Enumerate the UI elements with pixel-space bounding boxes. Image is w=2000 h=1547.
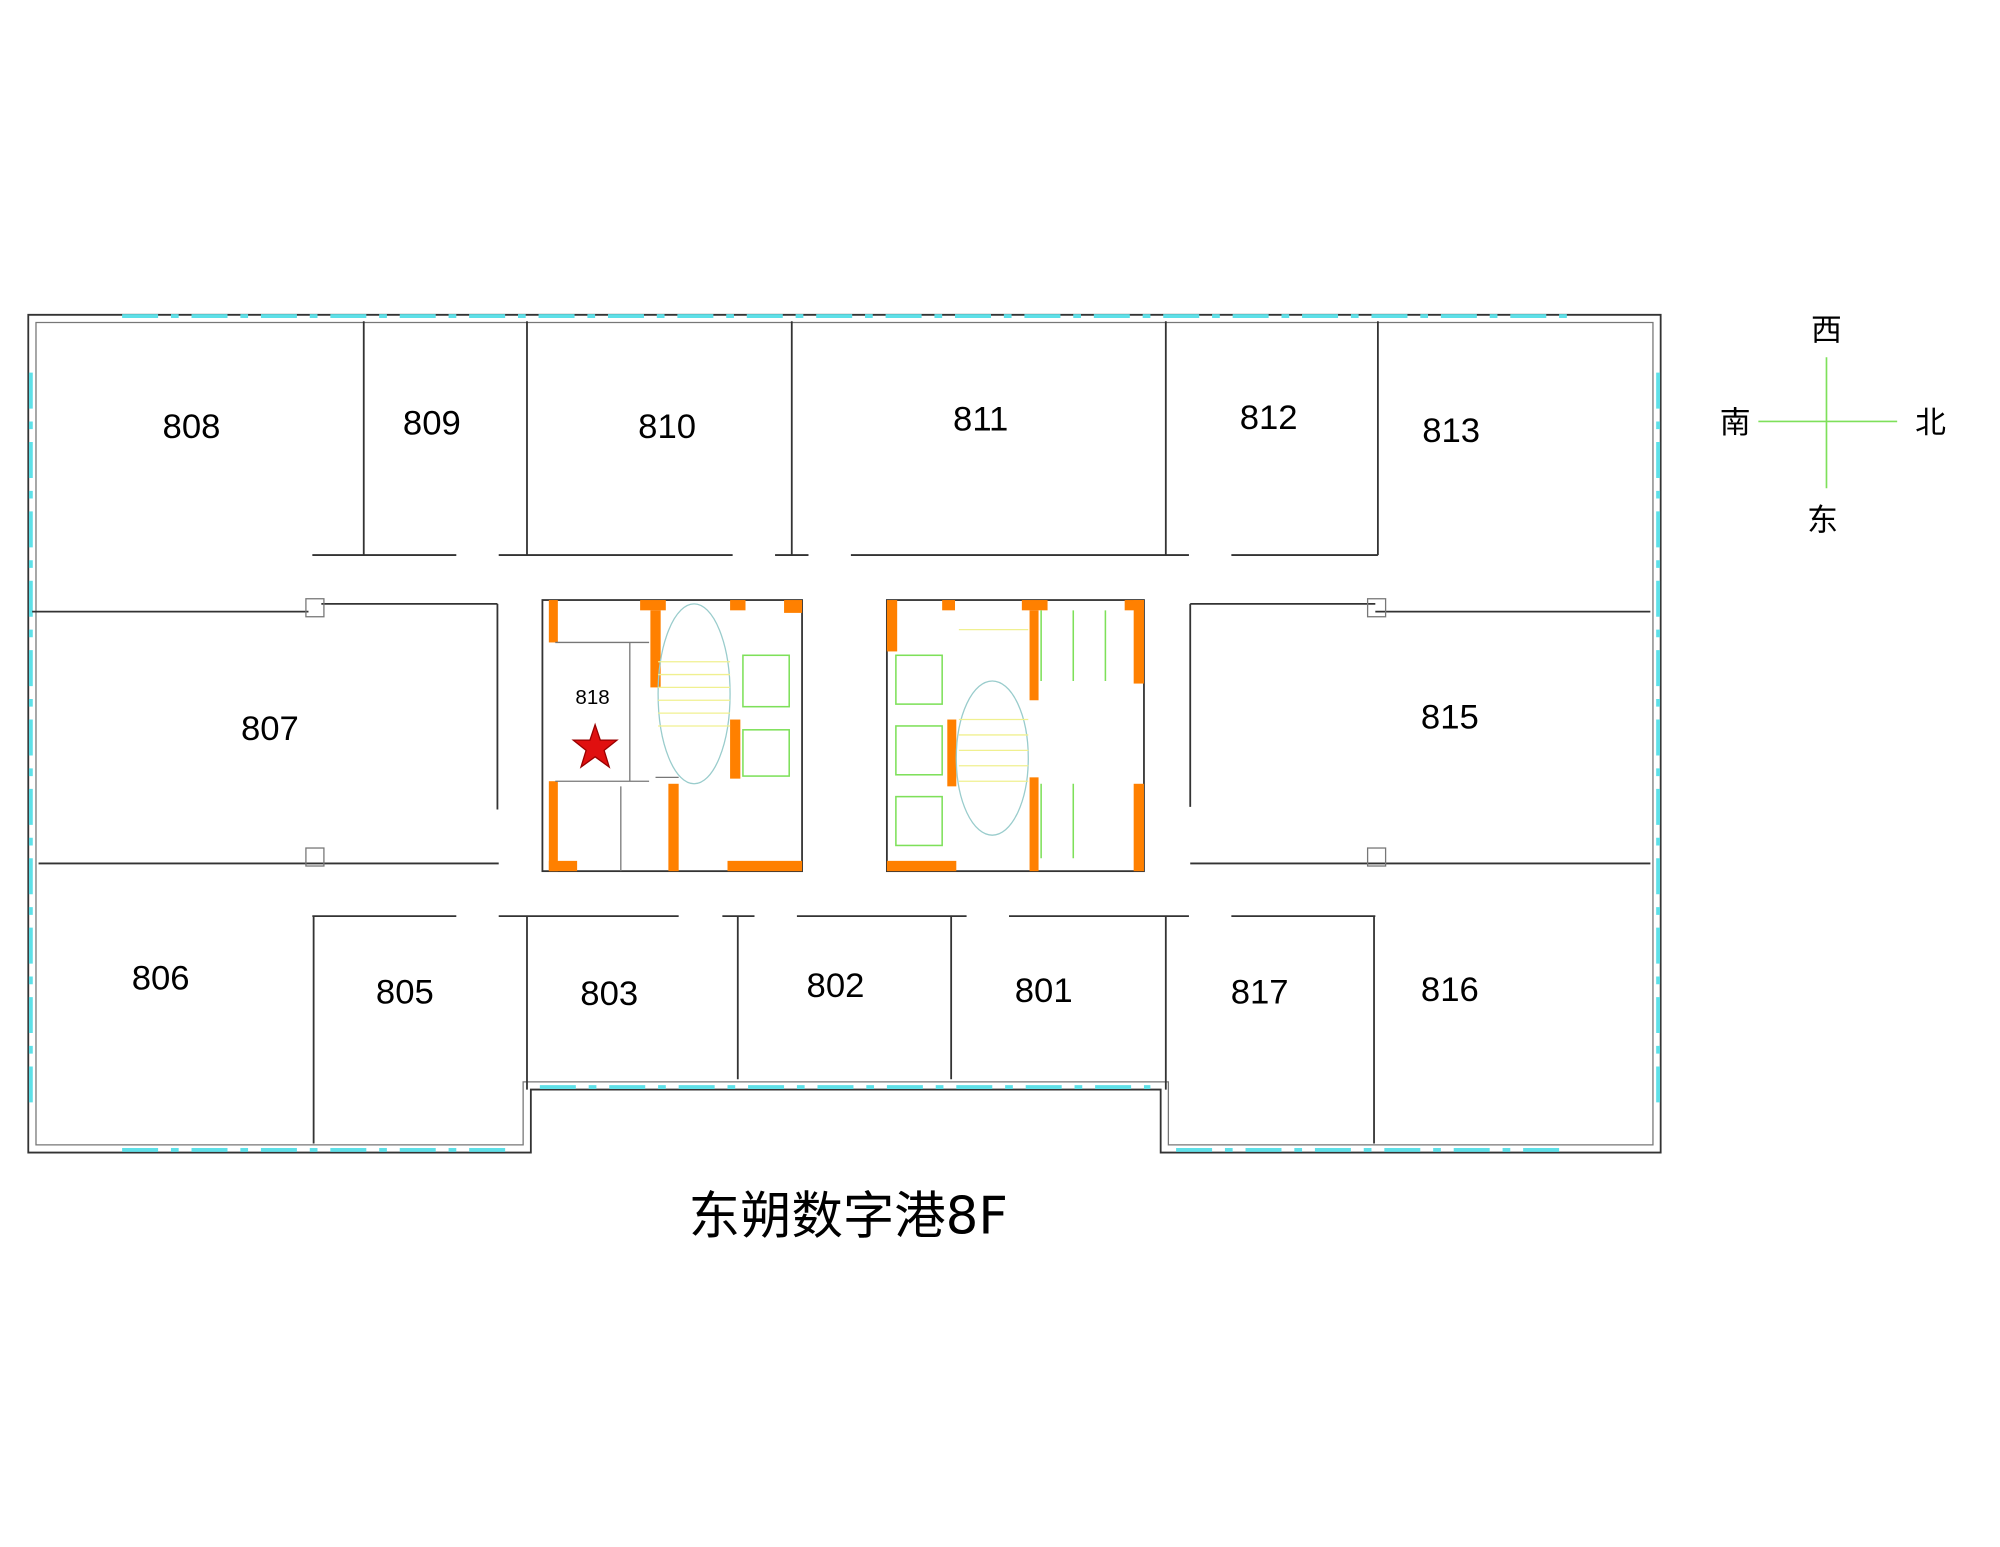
room-label-811: 811 [953, 400, 1008, 438]
floor-title: 东朔数字港8F [689, 1186, 1008, 1246]
room-label-801: 801 [1015, 972, 1073, 1010]
compass-south: 南 [1720, 405, 1751, 441]
compass-cross-icon [1758, 357, 1898, 489]
compass-east: 东 [1807, 503, 1838, 539]
core-right [885, 599, 1145, 873]
room-label-802: 802 [807, 967, 865, 1005]
compass-west: 西 [1811, 312, 1842, 348]
room-label-810: 810 [638, 408, 696, 446]
room-label-803: 803 [580, 975, 638, 1013]
room-label-813: 813 [1422, 412, 1480, 450]
room-label-809: 809 [403, 404, 461, 442]
compass-north: 北 [1915, 405, 1946, 441]
room-label-815: 815 [1421, 699, 1479, 737]
room-label-807: 807 [241, 710, 299, 748]
compass: 西 南 北 东 [1720, 312, 1946, 538]
building-outline [27, 313, 1662, 1154]
room-partitions [32, 321, 1651, 1144]
star-icon [571, 722, 619, 769]
room-label-816: 816 [1421, 971, 1479, 1009]
core-left: 818 [541, 599, 803, 873]
room-labels: 808 809 810 811 812 813 807 815 806 805 … [132, 399, 1480, 1013]
room-label-817: 817 [1231, 973, 1289, 1011]
room-label-812: 812 [1240, 399, 1298, 437]
room-label-818: 818 [575, 686, 609, 709]
room-label-806: 806 [132, 959, 190, 997]
room-label-805: 805 [376, 973, 434, 1011]
room-label-808: 808 [163, 408, 221, 446]
